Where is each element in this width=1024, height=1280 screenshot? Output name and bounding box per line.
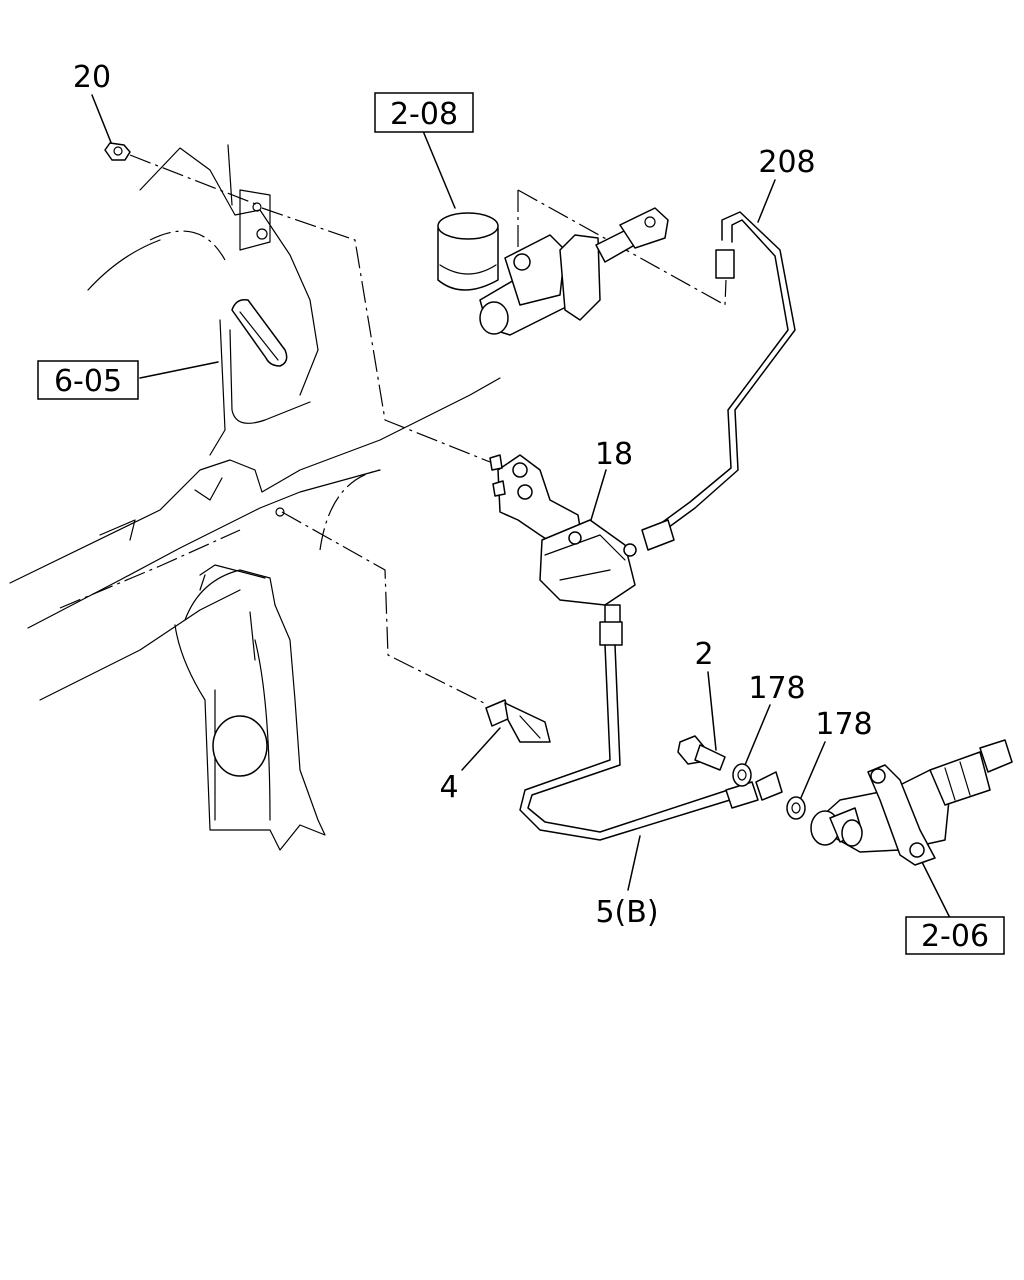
clip-part-4 xyxy=(485,699,551,743)
vehicle-frame xyxy=(9,144,501,851)
callout-2: 2 xyxy=(694,637,713,672)
nut-part-20 xyxy=(104,142,131,161)
svg-text:6-05: 6-05 xyxy=(54,364,122,399)
callout-4: 4 xyxy=(439,770,458,805)
svg-text:2-06: 2-06 xyxy=(921,919,989,954)
callout-20: 20 xyxy=(73,60,111,95)
hose-part-5b xyxy=(519,621,783,841)
washer-part-178-a xyxy=(732,763,752,787)
pipe-208 xyxy=(641,211,796,551)
callout-208: 208 xyxy=(758,145,815,180)
connection-lines xyxy=(91,94,951,919)
svg-text:2-08: 2-08 xyxy=(390,97,458,132)
ref-box-2-08: 2-08 xyxy=(374,92,474,133)
callout-18: 18 xyxy=(595,437,633,472)
ref-box-2-06: 2-06 xyxy=(905,916,1005,955)
washer-part-178-b xyxy=(786,796,806,820)
callout-178-a: 178 xyxy=(748,671,805,706)
ref-box-6-05: 6-05 xyxy=(37,360,139,400)
callout-178-b: 178 xyxy=(815,707,872,742)
bolt-part-2 xyxy=(677,735,726,771)
master-cylinder-assembly xyxy=(437,207,669,336)
callout-5b: 5(B) xyxy=(595,895,658,930)
bracket-part-18 xyxy=(489,454,637,631)
slave-cylinder-assembly xyxy=(810,739,1013,866)
